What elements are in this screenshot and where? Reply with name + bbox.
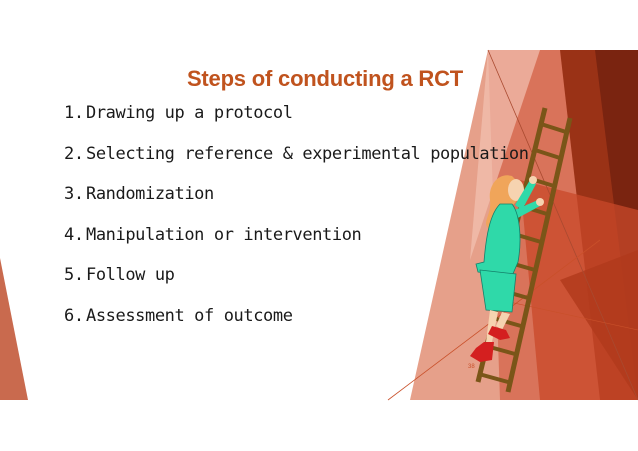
step-text: Assessment of outcome bbox=[86, 305, 293, 326]
hand bbox=[529, 176, 537, 184]
right-panel-highlight bbox=[470, 50, 540, 260]
step-number: 6. bbox=[64, 305, 84, 326]
step-number: 3. bbox=[64, 184, 84, 205]
right-panel-corner bbox=[560, 250, 638, 400]
step-number: 1. bbox=[64, 103, 84, 123]
list-item: 6.Assessment of outcome bbox=[64, 303, 529, 344]
step-text: Drawing up a protocol bbox=[86, 103, 293, 123]
step-number: 4. bbox=[64, 224, 84, 245]
deco-line bbox=[487, 49, 638, 401]
step-text: Manipulation or intervention bbox=[86, 224, 362, 245]
step-text: Randomization bbox=[86, 184, 214, 205]
list-item: 5.Follow up bbox=[64, 262, 529, 303]
ladder-rail-right bbox=[505, 117, 573, 393]
list-item: 1.Drawing up a protocol bbox=[64, 100, 529, 141]
hand bbox=[536, 198, 544, 206]
step-text: Selecting reference & experimental popul… bbox=[86, 143, 529, 164]
arm-upper bbox=[515, 180, 536, 210]
step-text: Follow up bbox=[86, 265, 175, 286]
deco-line bbox=[499, 299, 638, 331]
left-wedge bbox=[0, 258, 28, 400]
slide-title: Steps of conducting a RCT bbox=[186, 66, 464, 91]
skirt bbox=[479, 269, 517, 313]
step-number: 5. bbox=[64, 265, 84, 286]
page-number: 38 bbox=[468, 364, 475, 370]
shoe bbox=[470, 342, 494, 362]
face bbox=[508, 179, 524, 201]
list-item: 2.Selecting reference & experimental pop… bbox=[64, 141, 529, 182]
shoe bbox=[488, 326, 510, 340]
steps-list: 1.Drawing up a protocol 2.Selecting refe… bbox=[64, 100, 529, 344]
list-item: 3.Randomization bbox=[64, 181, 529, 222]
list-item: 4.Manipulation or intervention bbox=[64, 222, 529, 263]
leg bbox=[496, 312, 510, 330]
step-number: 2. bbox=[64, 143, 84, 164]
